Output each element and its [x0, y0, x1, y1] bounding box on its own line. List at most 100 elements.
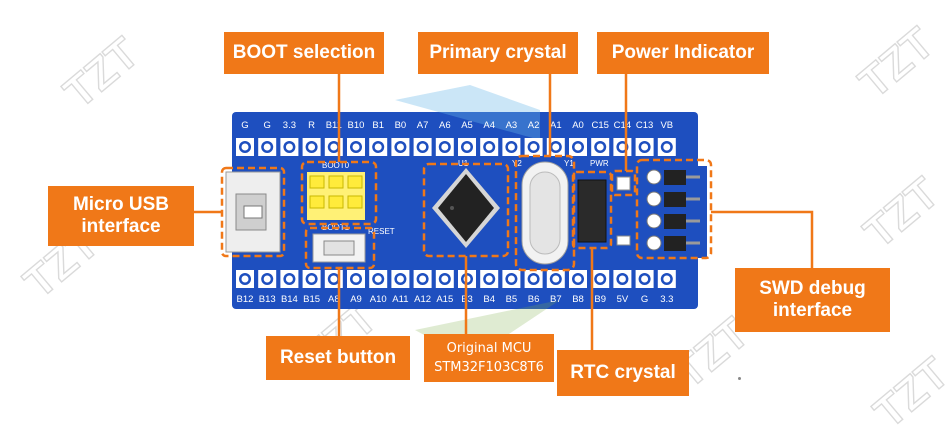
rtc-crystal-body [577, 179, 607, 243]
bottom-pin-label: B6 [528, 294, 540, 305]
top-pin-hole [374, 143, 382, 151]
callout-rtc-crystal-text: RTC crystal [570, 361, 676, 383]
bottom-pin-label: A11 [392, 294, 408, 305]
top-pin-label: 3.3 [283, 120, 296, 131]
top-pin-label: A4 [483, 120, 495, 131]
top-pin-label: VB [660, 120, 673, 131]
top-pin-row [236, 138, 676, 156]
top-pin-label: A1 [550, 120, 562, 131]
top-pin-hole [507, 143, 515, 151]
callout-original-mcu: Original MCU STM32F103C8T6 [424, 334, 554, 382]
boot-pin [347, 175, 363, 189]
bottom-pin-hole [663, 275, 671, 283]
callout-swd-line2: interface [772, 300, 853, 321]
top-pin-hole [441, 143, 449, 151]
top-pin-hole [574, 143, 582, 151]
bottom-pin-hole [308, 275, 316, 283]
callout-reset-button-text: Reset button [279, 346, 397, 368]
bottom-pin-label: A8 [328, 294, 340, 305]
callout-swd-debug: SWD debug interface [735, 268, 890, 332]
top-pin-label: C15 [591, 120, 608, 131]
bottom-pin-label: B4 [483, 294, 495, 305]
bottom-pin-hole [596, 275, 604, 283]
top-pin-hole [263, 143, 271, 151]
top-pin-label: C13 [636, 120, 653, 131]
top-pin-hole [463, 143, 471, 151]
top-pin-hole [485, 143, 493, 151]
top-pin-hole [641, 143, 649, 151]
top-pin-label: A7 [417, 120, 429, 131]
top-pin-hole [618, 143, 626, 151]
top-pin-hole [396, 143, 404, 151]
callout-boot-selection-text: BOOT selection [232, 41, 376, 63]
top-pin-label: B0 [395, 120, 407, 131]
boot-pin [347, 195, 363, 209]
top-pin-label: A6 [439, 120, 451, 131]
bottom-pin-label: B5 [506, 294, 518, 305]
top-pin-hole [352, 143, 360, 151]
top-pin-label: G [241, 120, 248, 131]
boot-pin [309, 195, 325, 209]
watermark-logo [395, 85, 540, 140]
bottom-pin-hole [285, 275, 293, 283]
bottom-pin-hole [463, 275, 471, 283]
bottom-pin-label: G [641, 294, 648, 305]
usb-highlight [220, 166, 286, 258]
callout-primary-crystal: Primary crystal [418, 32, 578, 74]
bottom-pin-hole [374, 275, 382, 283]
top-pin-label: B11 [326, 120, 342, 131]
callout-micro-usb-line1: Micro USB [72, 193, 170, 215]
bottom-pin-label: B8 [572, 294, 584, 305]
bottom-pin-hole [419, 275, 427, 283]
bottom-pin-label: B3 [461, 294, 473, 305]
bottom-pin-label: A12 [414, 294, 431, 305]
bottom-pin-hole [530, 275, 538, 283]
bottom-pin-label: B9 [594, 294, 606, 305]
bottom-pin-hole [330, 275, 338, 283]
bottom-pin-hole [552, 275, 560, 283]
callout-micro-usb: Micro USB interface [48, 186, 194, 246]
boot-pin [309, 175, 325, 189]
top-pin-label: C14 [614, 120, 631, 131]
bottom-pin-hole [396, 275, 404, 283]
boot-pin [328, 175, 344, 189]
top-pin-label: A5 [461, 120, 473, 131]
top-pin-hole [530, 143, 538, 151]
bottom-pin-hole [352, 275, 360, 283]
top-pin-hole [596, 143, 604, 151]
bottom-pin-label: A9 [350, 294, 362, 305]
top-pin-hole [330, 143, 338, 151]
mcu-chip [432, 168, 500, 248]
usb-port-inner [243, 205, 263, 219]
silk-boot0: BOOT0 [322, 161, 350, 170]
callout-reset-button: Reset button [266, 336, 410, 380]
top-pin-label: B1 [372, 120, 384, 131]
mcu-highlight [422, 162, 510, 258]
bottom-pin-label: B12 [237, 294, 254, 305]
top-pin-label: R [308, 120, 315, 131]
top-pin-hole [663, 143, 671, 151]
top-pin-label: A0 [572, 120, 584, 131]
top-pin-hole [308, 143, 316, 151]
callout-power-indicator-text: Power Indicator [611, 41, 755, 63]
boot-pin [328, 195, 344, 209]
bottom-pin-hole [441, 275, 449, 283]
silk-y1: Y1 [564, 159, 574, 168]
callout-mcu-line1: Original MCU [446, 340, 532, 356]
top-pin-hole [285, 143, 293, 151]
primary-crystal-inner [529, 171, 561, 255]
bottom-pin-hole [618, 275, 626, 283]
callout-swd-line1: SWD debug [759, 277, 866, 299]
smd-part [616, 235, 631, 246]
bottom-pin-label: B15 [303, 294, 320, 305]
bottom-pin-label: B13 [259, 294, 276, 305]
callout-mcu-line2: STM32F103C8T6 [434, 360, 544, 375]
stray-dot [738, 377, 741, 380]
top-pin-hole [419, 143, 427, 151]
swd-header [643, 166, 707, 258]
bottom-pin-hole [574, 275, 582, 283]
bottom-pin-hole [485, 275, 493, 283]
callout-micro-usb-line2: interface [81, 216, 161, 237]
